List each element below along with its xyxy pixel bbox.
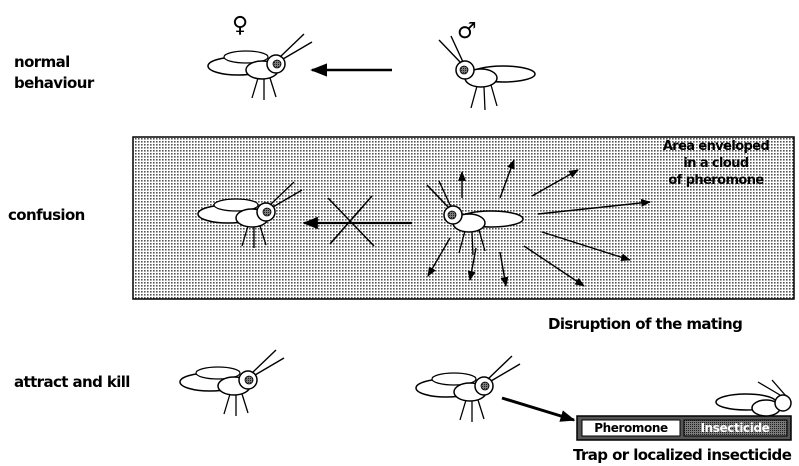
label-confusion: confusion [8,206,85,224]
trap: Pheromone Insecticide [577,416,791,440]
trap-insecticide-label: Insecticide [701,421,770,435]
label-attract-and-kill: attract and kill [14,373,130,391]
cloud-note-line3: of pheromone [668,173,764,188]
male-symbol: ♂ [457,19,477,44]
caption-trap: Trap or localized insecticide [573,446,792,464]
row-confusion: confusion Area enveloped in a cloud of p… [8,137,794,333]
caption-disruption: Disruption of the mating [548,315,742,333]
cloud-note-line2: in a cloud [683,156,748,171]
row-normal-behaviour: normal behaviour ♀ ♂ [14,13,535,110]
moth-icon [716,380,791,416]
row-attract-and-kill: attract and kill Pheromone Insecticide T… [14,350,792,464]
moth-icon [180,350,284,416]
moth-icon [416,356,520,422]
arrow-icon [502,398,574,420]
cloud-note-line1: Area enveloped [663,139,770,154]
label-normal: normal [14,53,70,71]
label-behaviour: behaviour [14,74,95,92]
moth-icon [439,36,535,110]
trap-pheromone-label: Pheromone [594,421,668,435]
moth-icon [208,34,312,100]
female-symbol: ♀ [232,13,248,38]
